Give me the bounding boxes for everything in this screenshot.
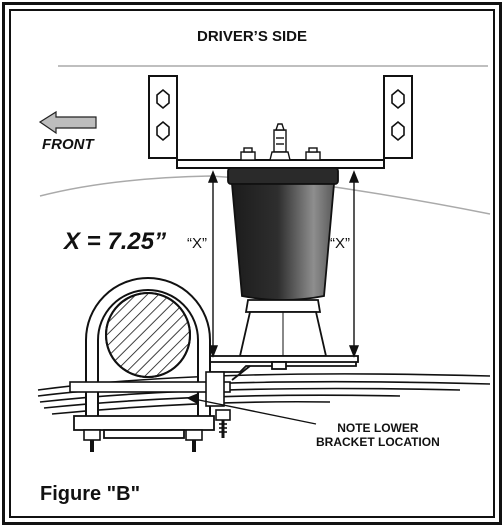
upper-bracket <box>148 75 413 169</box>
front-label: FRONT <box>42 136 94 153</box>
dimension-marker-right: “X” <box>330 235 350 252</box>
u-bolt-nut-icon <box>83 429 203 452</box>
air-fitting-icon <box>269 123 291 161</box>
lower-bracket-bolt-icon <box>205 371 231 438</box>
dimension-value: X = 7.25” <box>64 228 167 255</box>
u-bolt <box>85 277 211 420</box>
spring-seat <box>69 381 231 393</box>
note-label: NOTE LOWER BRACKET LOCATION <box>316 421 440 449</box>
piston-base <box>238 299 328 357</box>
u-bolt-plate <box>73 415 215 439</box>
note-pointer-arrow <box>186 392 317 425</box>
diagram-title: DRIVER’S SIDE <box>196 28 308 45</box>
dimension-line-left <box>207 170 219 358</box>
inner-frame <box>9 9 495 518</box>
leaf-spring <box>37 373 491 415</box>
bracket-bolt-hex-icon <box>156 88 405 142</box>
figure-label: Figure "B" <box>40 483 141 505</box>
note-line-2: BRACKET LOCATION <box>316 435 440 449</box>
note-line-1: NOTE LOWER <box>337 421 419 435</box>
top-nut-icon <box>240 147 321 161</box>
dimension-line-right <box>348 170 360 358</box>
front-arrow-icon <box>38 110 97 135</box>
dimension-marker-left: “X” <box>187 235 207 252</box>
axle-tube <box>105 292 191 378</box>
lower-bracket <box>207 355 359 381</box>
air-bag <box>227 167 339 301</box>
